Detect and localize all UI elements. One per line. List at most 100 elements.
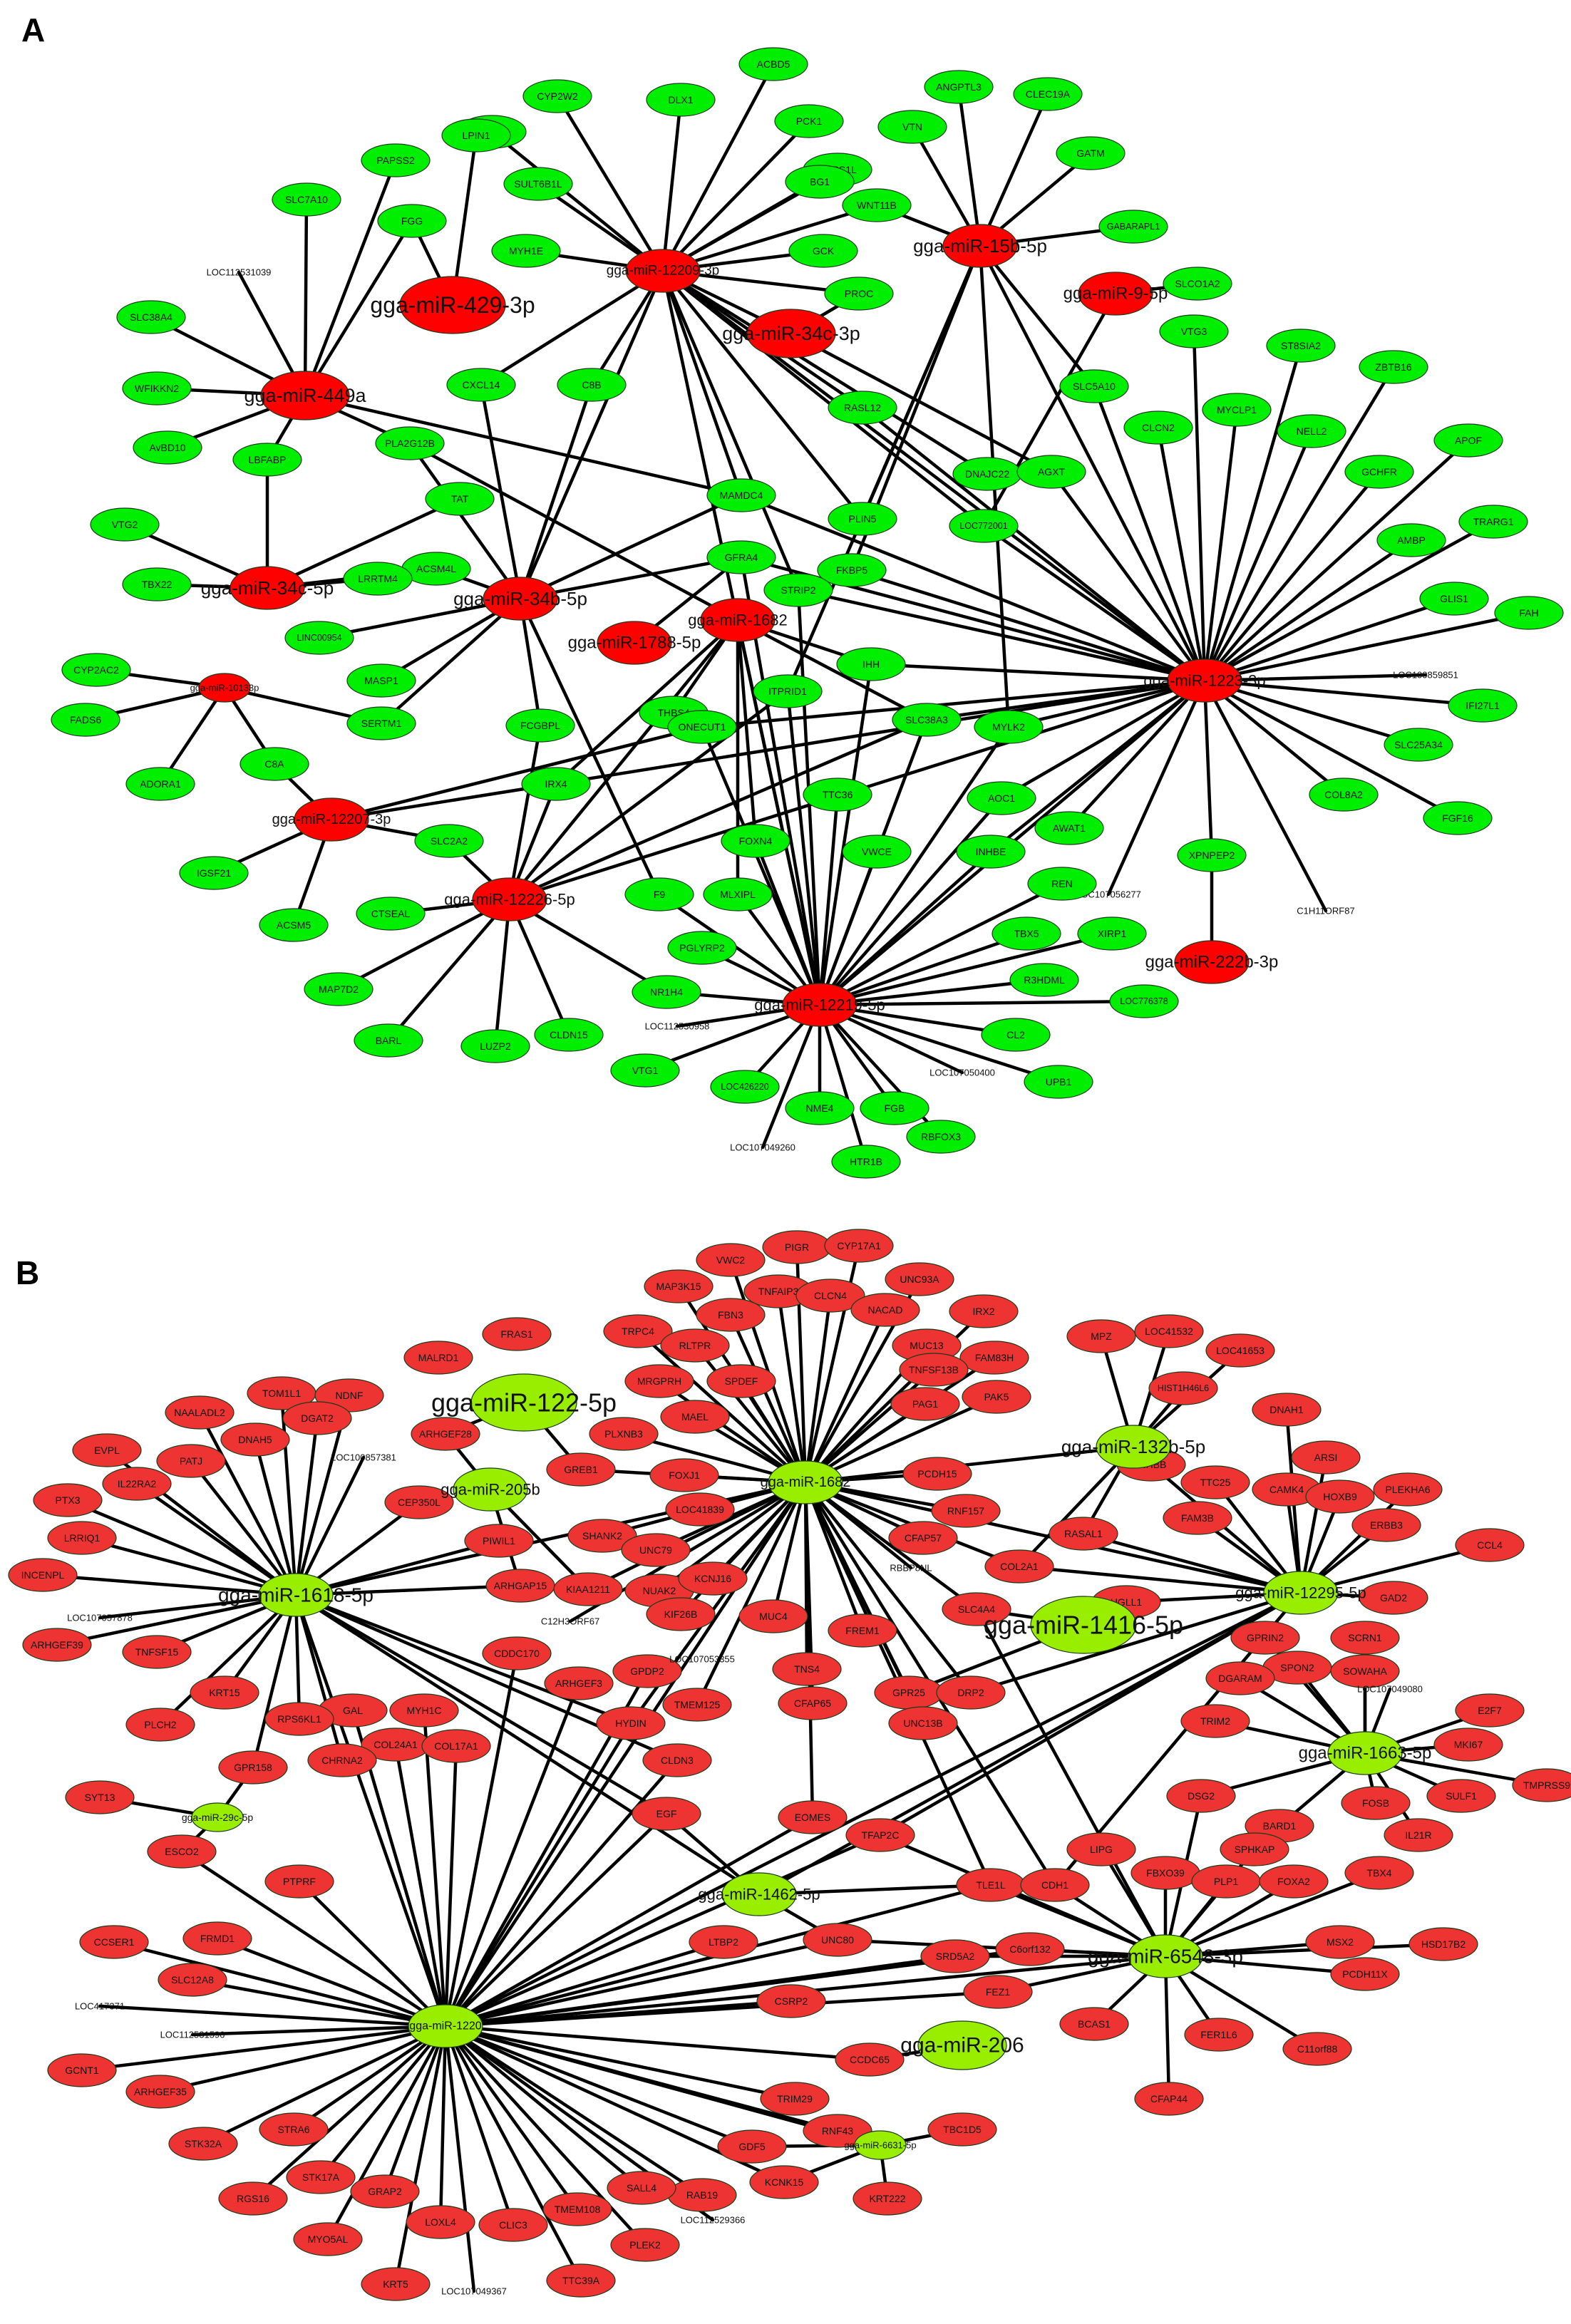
target-node-fam3b[interactable]: FAM3B bbox=[1163, 1501, 1232, 1535]
target-node-wnt11b[interactable]: WNT11B bbox=[842, 188, 912, 222]
target-node-kcnj16[interactable]: KCNJ16 bbox=[678, 1561, 748, 1596]
target-node-nacad[interactable]: NACAD bbox=[850, 1293, 920, 1327]
target-node-lrriq1[interactable]: LRRIQ1 bbox=[47, 1521, 117, 1555]
target-node-gpr25[interactable]: GPR25 bbox=[874, 1675, 944, 1710]
target-node-ctseal[interactable]: CTSEAL bbox=[356, 897, 426, 931]
target-node-pglyrp2[interactable]: PGLYRP2 bbox=[667, 931, 737, 965]
target-node-tmem125[interactable]: TMEM125 bbox=[662, 1688, 732, 1722]
target-node-c8a[interactable]: C8A bbox=[239, 747, 309, 781]
mirna-node-gga-mir-12295-5p[interactable]: gga-miR-12295-5p bbox=[1235, 1571, 1366, 1615]
target-node-vtg2[interactable]: VTG2 bbox=[90, 507, 160, 542]
target-node-gcnt1[interactable]: GCNT1 bbox=[47, 2053, 117, 2087]
target-node-slc38a4[interactable]: SLC38A4 bbox=[116, 300, 186, 334]
target-node-tnfsf15[interactable]: TNFSF15 bbox=[122, 1635, 192, 1669]
target-node-gfra4[interactable]: GFRA4 bbox=[706, 540, 776, 574]
target-node-mki67[interactable]: MKI67 bbox=[1433, 1727, 1503, 1762]
mirna-node-gga-mir-205b[interactable]: gga-miR-205b bbox=[441, 1467, 540, 1512]
target-node-fgg[interactable]: FGG bbox=[377, 204, 447, 238]
target-node-cdh1[interactable]: CDH1 bbox=[1020, 1868, 1090, 1902]
target-node-ccser1[interactable]: CCSER1 bbox=[79, 1925, 149, 1959]
target-node-c6orf132[interactable]: C6orf132 bbox=[995, 1932, 1065, 1966]
target-node-rltpr[interactable]: RLTPR bbox=[660, 1328, 730, 1363]
target-node-c8b[interactable]: C8B bbox=[557, 368, 627, 402]
target-node-zbtb16[interactable]: ZBTB16 bbox=[1359, 350, 1428, 384]
target-node-tmprss9[interactable]: TMPRSS9 bbox=[1512, 1768, 1571, 1802]
mirna-node-gga-mir-29c-5p[interactable]: gga-miR-29c-5p bbox=[182, 1802, 254, 1832]
target-node-drp2[interactable]: DRP2 bbox=[936, 1675, 1006, 1710]
target-node-dgat2[interactable]: DGAT2 bbox=[282, 1401, 352, 1435]
target-node-plp1[interactable]: PLP1 bbox=[1191, 1864, 1261, 1899]
target-node-slc2a2[interactable]: SLC2A2 bbox=[414, 824, 484, 858]
target-node-vwc2[interactable]: VWC2 bbox=[696, 1243, 766, 1277]
target-node-foxn4[interactable]: FOXN4 bbox=[721, 824, 790, 858]
target-node-pck1[interactable]: PCK1 bbox=[774, 104, 844, 138]
target-node-myclp1[interactable]: MYCLP1 bbox=[1202, 393, 1272, 427]
target-node-ccl4[interactable]: CCL4 bbox=[1455, 1528, 1525, 1562]
target-node-loc41532[interactable]: LOC41532 bbox=[1134, 1314, 1204, 1348]
target-node-plin5[interactable]: PLIN5 bbox=[828, 502, 897, 536]
target-node-cldn3[interactable]: CLDN3 bbox=[642, 1743, 712, 1777]
target-node-tle1l[interactable]: TLE1L bbox=[956, 1868, 1026, 1902]
target-node-linc00954[interactable]: LINC00954 bbox=[284, 621, 354, 655]
target-node-inhbe[interactable]: INHBE bbox=[956, 835, 1026, 869]
target-node-luzp2[interactable]: LUZP2 bbox=[460, 1029, 530, 1063]
target-node-ttc36[interactable]: TTC36 bbox=[803, 778, 872, 812]
target-node-evpl[interactable]: EVPL bbox=[72, 1433, 142, 1467]
target-node-trarg1[interactable]: TRARG1 bbox=[1458, 505, 1528, 539]
target-node-unc79[interactable]: UNC79 bbox=[621, 1533, 691, 1567]
target-node-gabarapl1[interactable]: GABARAPL1 bbox=[1098, 210, 1168, 244]
target-node-loc776378[interactable]: LOC776378 bbox=[1109, 984, 1179, 1018]
target-node-eomes[interactable]: EOMES bbox=[778, 1800, 848, 1834]
mirna-node-gga-mir-222b-3p[interactable]: gga-miR-222b-3p bbox=[1145, 940, 1279, 984]
target-node-htr1b[interactable]: HTR1B bbox=[831, 1145, 901, 1179]
target-node-clcn2[interactable]: CLCN2 bbox=[1123, 410, 1193, 445]
target-node-kcnk15[interactable]: KCNK15 bbox=[749, 2165, 819, 2199]
target-node-cfap57[interactable]: CFAP57 bbox=[888, 1521, 958, 1555]
target-node-unc80[interactable]: UNC80 bbox=[803, 1923, 872, 1957]
target-node-loxl4[interactable]: LOXL4 bbox=[406, 2205, 475, 2239]
target-node-apof[interactable]: APOF bbox=[1433, 423, 1503, 458]
target-node-e2f7[interactable]: E2F7 bbox=[1455, 1693, 1525, 1727]
target-node-arsi[interactable]: ARSI bbox=[1291, 1440, 1361, 1475]
target-node-arhgef3[interactable]: ARHGEF3 bbox=[544, 1666, 614, 1700]
target-node-loc100857381[interactable]: LOC100857381 bbox=[331, 1452, 396, 1463]
target-node-rab19[interactable]: RAB19 bbox=[667, 2178, 737, 2212]
target-node-sulf1[interactable]: SULF1 bbox=[1426, 1779, 1496, 1813]
mirna-node-gga-mir-1462-5p[interactable]: gga-miR-1462-5p bbox=[698, 1872, 820, 1916]
target-node-stk17a[interactable]: STK17A bbox=[286, 2160, 356, 2194]
target-node-dnah5[interactable]: DNAH5 bbox=[220, 1422, 290, 1457]
target-node-f9[interactable]: F9 bbox=[624, 877, 694, 911]
target-node-pcdh15[interactable]: PCDH15 bbox=[902, 1457, 972, 1491]
target-node-piwil1[interactable]: PIWIL1 bbox=[464, 1524, 534, 1558]
target-node-pigr[interactable]: PIGR bbox=[762, 1230, 832, 1264]
target-node-tnfsf13b[interactable]: TNFSF13B bbox=[899, 1353, 969, 1387]
target-node-tbx5[interactable]: TBX5 bbox=[991, 916, 1061, 951]
target-node-slc12a8[interactable]: SLC12A8 bbox=[158, 1963, 227, 1997]
mirna-node-gga-mir-1682[interactable]: gga-miR-1682 bbox=[761, 1460, 851, 1504]
target-node-gatm[interactable]: GATM bbox=[1056, 136, 1126, 170]
target-node-gchfr[interactable]: GCHFR bbox=[1344, 455, 1414, 489]
target-node-gdf5[interactable]: GDF5 bbox=[717, 2129, 787, 2164]
mirna-node-gga-mir-132b-5p[interactable]: gga-miR-132b-5p bbox=[1061, 1425, 1205, 1469]
target-node-myo5al[interactable]: MYO5AL bbox=[293, 2222, 363, 2256]
target-node-map7d2[interactable]: MAP7D2 bbox=[304, 972, 374, 1006]
target-node-malrd1[interactable]: MALRD1 bbox=[403, 1341, 473, 1375]
target-node-egf[interactable]: EGF bbox=[632, 1797, 701, 1831]
mirna-node-gga-mir-1220[interactable]: gga-miR-1220 bbox=[408, 2004, 483, 2048]
mirna-node-gga-mir-1682[interactable]: gga-miR-1682 bbox=[688, 598, 788, 642]
target-node-ptprf[interactable]: PTPRF bbox=[264, 1864, 334, 1899]
target-node-plxnb3[interactable]: PLXNB3 bbox=[589, 1417, 659, 1451]
target-node-gpdp2[interactable]: GPDP2 bbox=[612, 1654, 682, 1688]
target-node-loc112531039[interactable]: LOC112531039 bbox=[207, 267, 272, 278]
target-node-scrn1[interactable]: SCRN1 bbox=[1330, 1621, 1400, 1655]
target-node-trim29[interactable]: TRIM29 bbox=[760, 2082, 830, 2116]
target-node-ttc39a[interactable]: TTC39A bbox=[546, 2263, 616, 2298]
mirna-node-gga-mir-429-3p[interactable]: gga-miR-429-3p bbox=[370, 276, 535, 334]
target-node-aoc1[interactable]: AOC1 bbox=[967, 781, 1036, 815]
target-node-hsd17b2[interactable]: HSD17B2 bbox=[1408, 1927, 1478, 1961]
target-node-acsm4l[interactable]: ACSM4L bbox=[401, 552, 471, 586]
mirna-node-gga-mir-1223-3p[interactable]: gga-miR-1223-3p bbox=[1143, 659, 1266, 703]
target-node-awat1[interactable]: AWAT1 bbox=[1034, 811, 1104, 845]
target-node-dnah1[interactable]: DNAH1 bbox=[1252, 1393, 1322, 1427]
target-node-clec19a[interactable]: CLEC19A bbox=[1013, 77, 1083, 111]
